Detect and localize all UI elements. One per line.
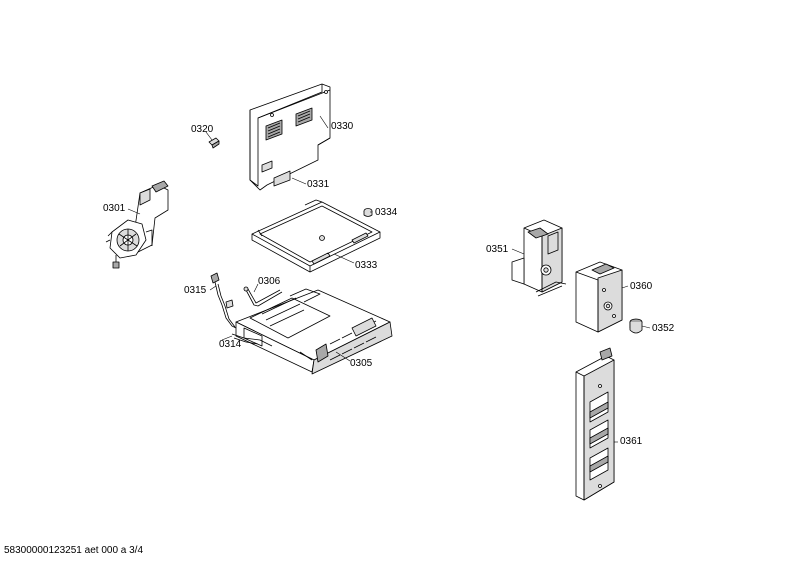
- part-0330-rear-panel: [249, 83, 331, 191]
- label-0334: 0334: [375, 207, 398, 218]
- part-0333-plate: [251, 199, 381, 273]
- label-0361: 0361: [620, 436, 643, 447]
- part-0334-cap: [363, 208, 373, 217]
- label-0301: 0301: [103, 203, 126, 214]
- part-0320-clip: [208, 137, 220, 149]
- label-0351: 0351: [486, 244, 509, 255]
- label-0315: 0315: [184, 285, 207, 296]
- part-0352-knob: [629, 318, 643, 334]
- label-0331: 0331: [307, 179, 330, 190]
- label-0352: 0352: [652, 323, 675, 334]
- part-0301-fan-assembly: [105, 180, 169, 269]
- label-0305: 0305: [350, 358, 373, 369]
- label-0320: 0320: [191, 124, 214, 135]
- part-0305-tray: [235, 288, 393, 375]
- label-0330: 0330: [331, 121, 354, 132]
- label-0306: 0306: [258, 276, 281, 287]
- leader-lines: [127, 115, 651, 443]
- part-0314-harness: [231, 333, 273, 347]
- label-0360: 0360: [630, 281, 653, 292]
- part-0361-rail: [575, 347, 615, 501]
- label-0314: 0314: [219, 339, 242, 350]
- drawing-reference-footer: 58300000123251 aet 000 a 3/4: [4, 545, 144, 556]
- part-0360-cover: [575, 261, 623, 333]
- part-0351-bracket: [511, 219, 567, 297]
- part-0306-rod: [243, 286, 283, 307]
- label-0333: 0333: [355, 260, 378, 271]
